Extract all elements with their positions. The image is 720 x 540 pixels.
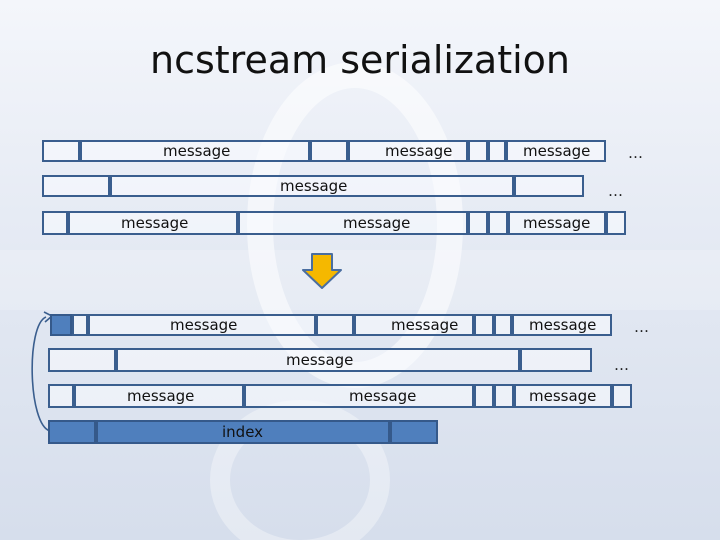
message-label: message <box>523 214 591 232</box>
message-box <box>116 348 520 372</box>
stream-box <box>42 175 110 197</box>
message-label: message <box>391 316 459 334</box>
message-label: message <box>385 142 453 160</box>
message-label: message <box>343 214 411 232</box>
stream-box <box>468 140 488 162</box>
stream-box <box>474 314 494 336</box>
index-box <box>390 420 438 444</box>
stream-box <box>488 211 508 235</box>
message-box <box>506 140 606 162</box>
message-label: message <box>127 387 195 405</box>
stream-box <box>316 314 354 336</box>
index-label: index <box>222 423 264 441</box>
stream-box <box>310 140 348 162</box>
stream-box <box>514 175 584 197</box>
stream-box <box>612 384 632 408</box>
message-box <box>354 314 474 336</box>
message-label: message <box>529 387 597 405</box>
ellipsis: … <box>634 318 650 336</box>
stream-box <box>72 314 88 336</box>
stream-box <box>520 348 592 372</box>
message-box <box>508 211 606 235</box>
index-box <box>96 420 390 444</box>
stream-box <box>42 211 68 235</box>
message-label: message <box>523 142 591 160</box>
index-box <box>48 420 96 444</box>
stream-box <box>488 140 506 162</box>
message-box <box>348 140 468 162</box>
message-box <box>74 384 244 408</box>
message-box <box>68 211 238 235</box>
page-title: ncstream serialization <box>149 38 570 82</box>
stream-box <box>474 384 494 408</box>
message-label: message <box>121 214 189 232</box>
stream-box <box>48 348 116 372</box>
stream-box <box>468 211 488 235</box>
message-box <box>514 384 612 408</box>
ellipsis: … <box>608 182 624 200</box>
index-pointer-box <box>50 314 72 336</box>
stream-box <box>606 211 626 235</box>
message-box <box>244 384 474 408</box>
message-label: message <box>529 316 597 334</box>
ellipsis: … <box>614 356 630 374</box>
stream-box <box>48 384 74 408</box>
message-label: message <box>280 177 348 195</box>
down-arrow-icon <box>302 253 342 289</box>
message-box <box>80 140 310 162</box>
stream-box <box>494 384 514 408</box>
ellipsis: … <box>628 144 644 162</box>
stream-box <box>42 140 80 162</box>
message-label: message <box>349 387 417 405</box>
message-box <box>512 314 612 336</box>
message-label: message <box>163 142 231 160</box>
message-label: message <box>286 351 354 369</box>
message-box <box>88 314 316 336</box>
stream-box <box>494 314 512 336</box>
message-box <box>110 175 514 197</box>
message-box <box>238 211 468 235</box>
message-label: message <box>170 316 238 334</box>
